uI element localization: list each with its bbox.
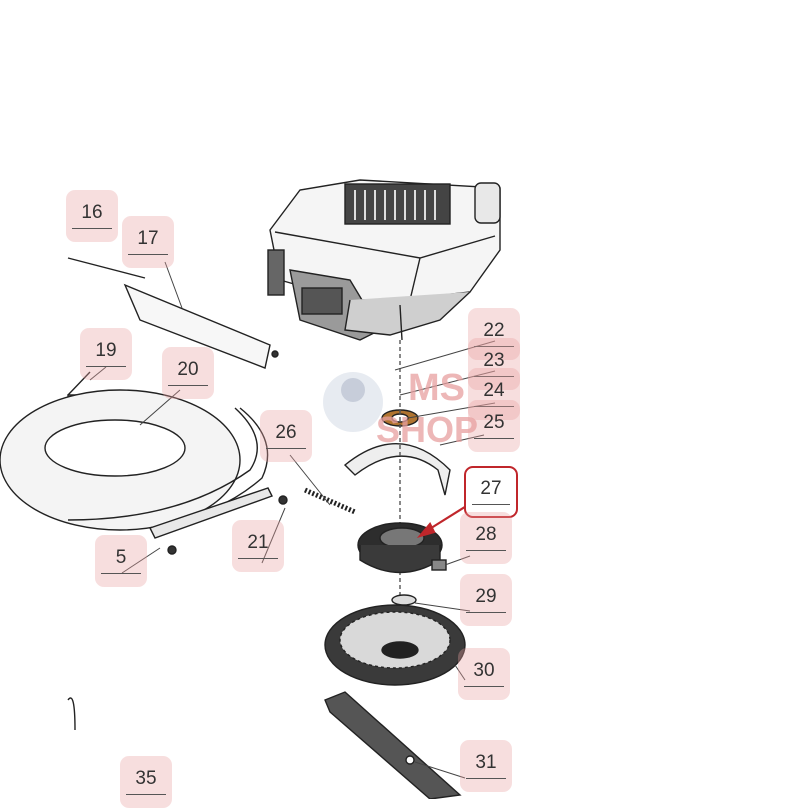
callout-29[interactable]: 29 xyxy=(460,574,512,626)
callout-number: 16 xyxy=(81,202,103,223)
part-29-washer xyxy=(391,594,417,606)
callout-16[interactable]: 16 xyxy=(66,190,118,242)
part-17-bracket xyxy=(67,257,279,369)
callout-number: 24 xyxy=(483,380,505,401)
callout-number: 28 xyxy=(475,524,497,545)
part-31-blade xyxy=(324,691,462,799)
callout-number: 17 xyxy=(137,228,159,249)
callout-number: 21 xyxy=(247,532,269,553)
callout-number: 19 xyxy=(95,340,117,361)
callout-5[interactable]: 5 xyxy=(95,535,147,587)
callout-number: 26 xyxy=(275,422,297,443)
callout-30[interactable]: 30 xyxy=(458,648,510,700)
callout-35[interactable]: 35 xyxy=(120,756,172,808)
callout-number: 20 xyxy=(177,359,199,380)
callout-19[interactable]: 19 xyxy=(80,328,132,380)
watermark-line2: SHOP xyxy=(376,409,478,450)
callout-number: 5 xyxy=(115,547,127,568)
ms-shop-watermark: MS SHOP xyxy=(323,367,478,450)
callout-number: 27 xyxy=(480,478,502,499)
callout-23[interactable]: 23 xyxy=(468,338,520,390)
callout-17[interactable]: 17 xyxy=(122,216,174,268)
part-5-strip xyxy=(149,487,288,555)
part-26-spring xyxy=(303,487,357,515)
part-22-25-bearing-assembly xyxy=(343,340,451,600)
callout-number: 30 xyxy=(473,660,495,681)
callout-31[interactable]: 31 xyxy=(460,740,512,792)
callout-number: 31 xyxy=(475,752,497,773)
callout-22[interactable]: 22 xyxy=(468,308,520,360)
callout-number: 35 xyxy=(135,768,157,789)
callout-21[interactable]: 21 xyxy=(232,520,284,572)
callout-27-highlighted[interactable]: 27 xyxy=(464,466,518,518)
callout-number: 23 xyxy=(483,350,505,371)
callout-25[interactable]: 25 xyxy=(468,400,520,452)
callout-number: 22 xyxy=(483,320,505,341)
engine-illustration xyxy=(267,179,501,341)
callout-20[interactable]: 20 xyxy=(162,347,214,399)
part-35-hook xyxy=(67,697,76,731)
callout-number: 29 xyxy=(475,586,497,607)
watermark-line1: MS xyxy=(408,367,465,409)
callout-26[interactable]: 26 xyxy=(260,410,312,462)
part-20-shroud xyxy=(0,389,269,531)
callout-24[interactable]: 24 xyxy=(468,368,520,420)
callout-number: 25 xyxy=(483,412,505,433)
callout-28[interactable]: 28 xyxy=(460,512,512,564)
part-30-fan xyxy=(324,604,466,686)
